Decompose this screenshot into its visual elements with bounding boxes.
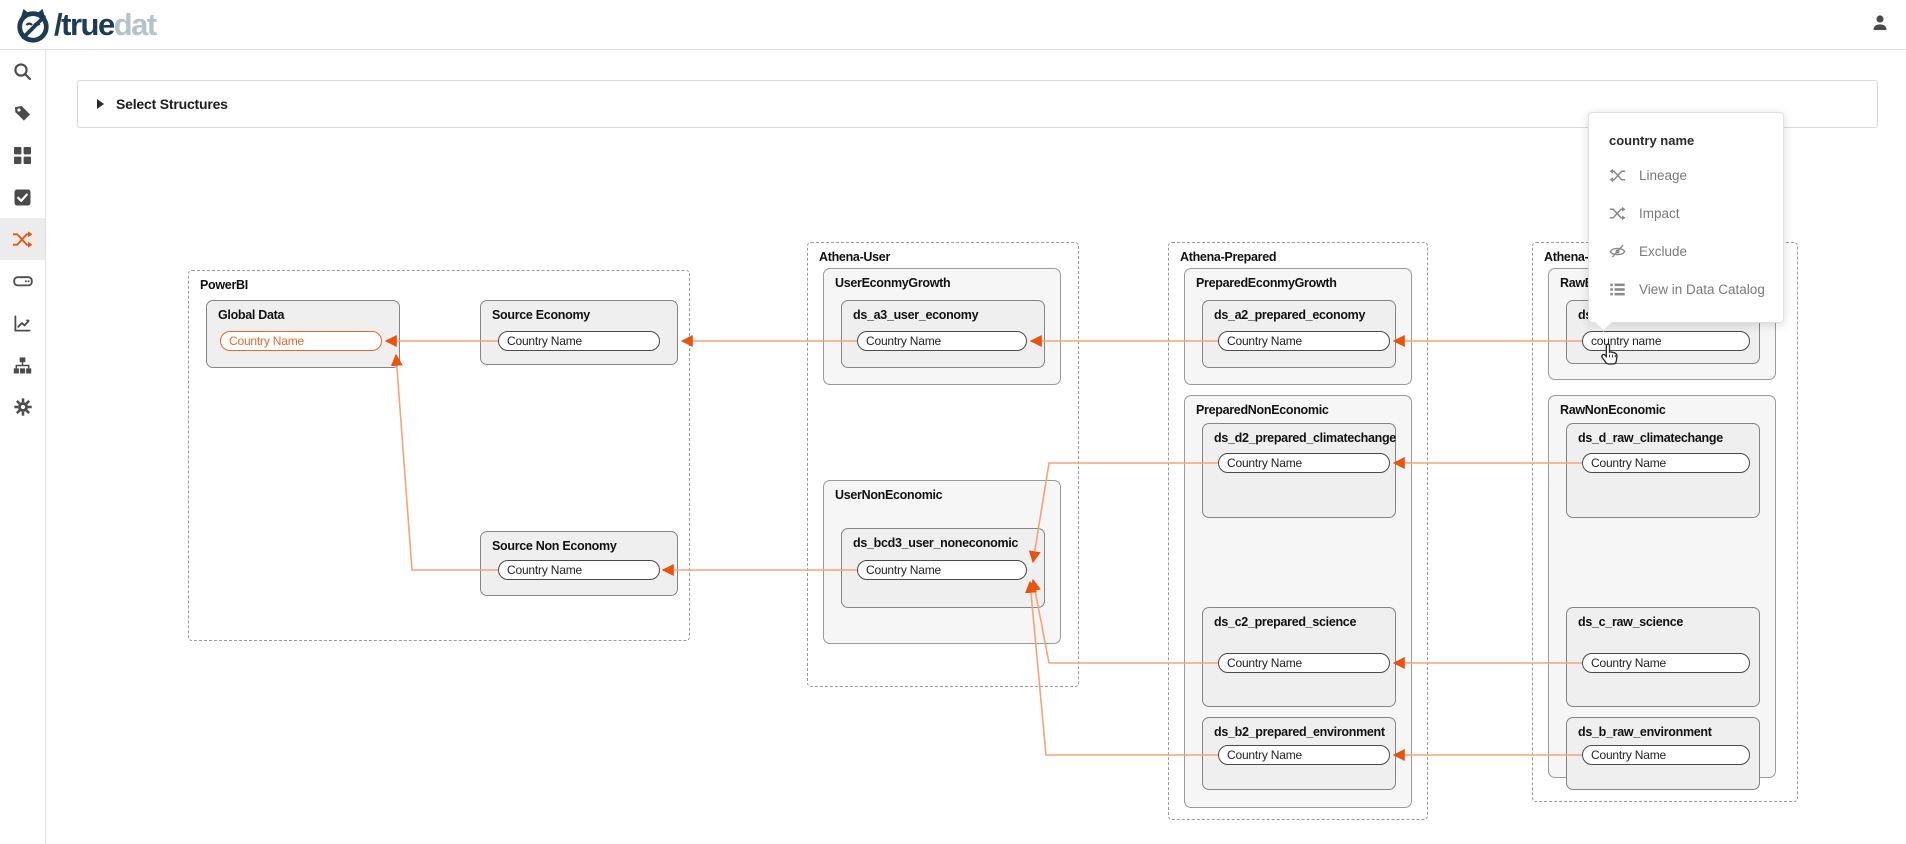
chart-line-icon xyxy=(13,314,32,333)
label: ds_a3_user_economy xyxy=(853,308,979,322)
country-name-field[interactable]: Country Name xyxy=(498,331,660,351)
label: PowerBI xyxy=(200,278,248,292)
collapse-caret-icon xyxy=(97,99,104,109)
country-name-field[interactable]: Country Name xyxy=(220,331,382,351)
country-name-field[interactable]: country name xyxy=(1582,331,1750,351)
label: ds_c2_prepared_science xyxy=(1214,615,1357,629)
eye-off-icon xyxy=(1609,243,1626,260)
sidebar-item-tasks[interactable] xyxy=(0,176,45,218)
country-name-field[interactable]: Country Name xyxy=(1218,745,1390,765)
sidebar-item-search[interactable] xyxy=(0,50,45,92)
menu-item-label: View in Data Catalog xyxy=(1639,281,1765,297)
grid-icon xyxy=(14,146,31,164)
label: Athena-User xyxy=(819,250,891,264)
tags-icon xyxy=(13,104,32,123)
app-header: /truedat xyxy=(0,0,1906,50)
menu-item-label: Exclude xyxy=(1639,243,1688,259)
label: UserNonEconomic xyxy=(835,488,943,502)
user-avatar-icon[interactable] xyxy=(1870,13,1890,33)
powerbi-group: PowerBI xyxy=(188,270,690,641)
label: ds_d2_prepared_climatechange xyxy=(1214,431,1396,445)
country-name-field[interactable]: Country Name xyxy=(1218,331,1390,351)
label: UserEconmyGrowth xyxy=(835,276,951,290)
label: PreparedEconmyGrowth xyxy=(1196,276,1337,290)
sidebar-item-modules[interactable] xyxy=(0,134,45,176)
sidebar-nav xyxy=(0,50,46,844)
field-context-menu: country name Lineage Impact Exclude View… xyxy=(1588,112,1784,323)
country-name-field[interactable]: Country Name xyxy=(1582,745,1750,765)
label: Source Economy xyxy=(492,308,590,322)
context-menu-title: country name xyxy=(1609,133,1695,148)
country-name-field[interactable]: Country Name xyxy=(498,560,660,580)
menu-item-view-in-data-catalog[interactable]: View in Data Catalog xyxy=(1589,270,1783,308)
impact-icon xyxy=(1609,205,1626,222)
country-name-field[interactable]: Country Name xyxy=(1218,453,1390,473)
country-name-field[interactable]: Country Name xyxy=(857,560,1027,580)
hierarchy-icon xyxy=(13,356,32,375)
country-name-field[interactable]: Country Name xyxy=(1582,653,1750,673)
label: ds_b_raw_environment xyxy=(1578,725,1712,739)
label: Global Data xyxy=(218,308,285,322)
gear-icon xyxy=(13,398,32,416)
sidebar-item-charts[interactable] xyxy=(0,302,45,344)
sidebar-item-storage[interactable] xyxy=(0,260,45,302)
label: PreparedNonEconomic xyxy=(1196,403,1329,417)
check-square-icon xyxy=(14,189,31,206)
sidebar-item-tags[interactable] xyxy=(0,92,45,134)
lineage-shuffle-icon xyxy=(12,230,33,249)
sidebar-item-lineage[interactable] xyxy=(0,218,45,260)
menu-item-exclude[interactable]: Exclude xyxy=(1589,232,1783,270)
label: ds_bcd3_user_noneconomic xyxy=(853,536,1019,550)
label: Source Non Economy xyxy=(492,539,617,553)
label: ds_c_raw_science xyxy=(1578,615,1684,629)
menu-item-impact[interactable]: Impact xyxy=(1589,194,1783,232)
sidebar-item-hierarchy[interactable] xyxy=(0,344,45,386)
menu-item-lineage[interactable]: Lineage xyxy=(1589,156,1783,194)
label: Athena-Prepared xyxy=(1180,250,1277,264)
country-name-field[interactable]: Country Name xyxy=(1218,653,1390,673)
storage-icon xyxy=(12,271,33,291)
label: ds_a2_prepared_economy xyxy=(1214,308,1366,322)
list-icon xyxy=(1609,281,1626,298)
menu-item-label: Lineage xyxy=(1639,167,1688,183)
truedat-logo: /truedat xyxy=(14,6,157,44)
select-structures-panel[interactable]: Select Structures xyxy=(77,80,1878,128)
label: ds_b2_prepared_environment xyxy=(1214,725,1385,739)
label: ds_d_raw_climatechange xyxy=(1578,431,1723,445)
lineage-icon xyxy=(1609,167,1626,184)
search-icon xyxy=(13,62,32,81)
select-structures-label: Select Structures xyxy=(116,96,228,112)
country-name-field[interactable]: Country Name xyxy=(1582,453,1750,473)
logo-text: /truedat xyxy=(54,7,157,42)
country-name-field[interactable]: Country Name xyxy=(857,331,1027,351)
menu-item-label: Impact xyxy=(1639,205,1680,221)
sidebar-item-settings[interactable] xyxy=(0,386,45,428)
label: RawNonEconomic xyxy=(1560,403,1666,417)
owl-logo-icon xyxy=(17,8,49,43)
